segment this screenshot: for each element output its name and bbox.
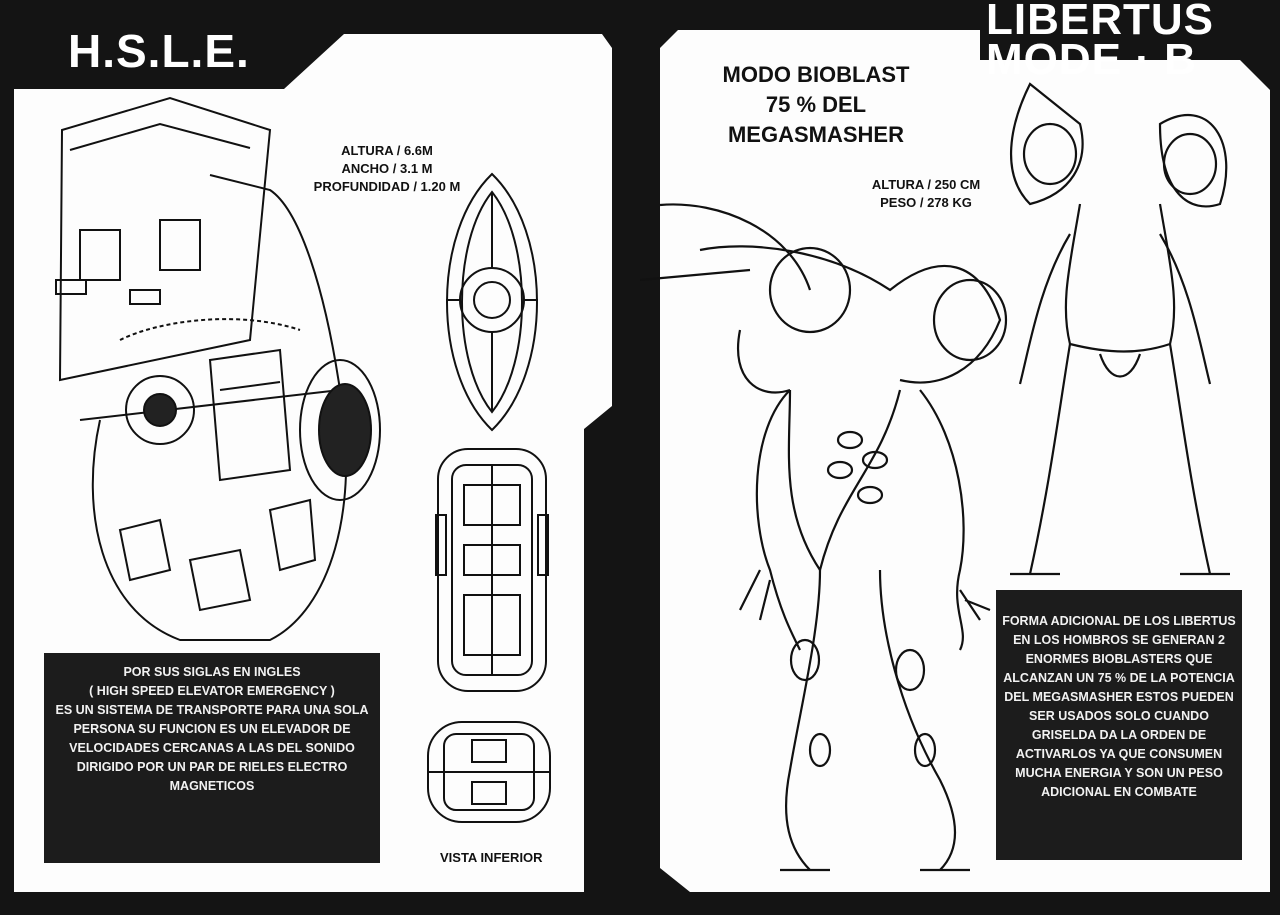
hsle-description-line: MAGNETICOS bbox=[169, 779, 255, 793]
hsle-spec-width: ANCHO / 3.1 M bbox=[341, 161, 433, 176]
libertus-description-line: SER USADOS SOLO CUANDO bbox=[1029, 709, 1209, 723]
libertus-description-line: ADICIONAL EN COMBATE bbox=[1041, 785, 1197, 799]
hsle-description-box: POR SUS SIGLAS EN INGLES ( HIGH SPEED EL… bbox=[44, 653, 380, 863]
libertus-description-line: MUCHA ENERGIA Y SON UN PESO bbox=[1015, 766, 1223, 780]
hsle-description-line: POR SUS SIGLAS EN INGLES bbox=[123, 665, 301, 679]
libertus-spec-weight: PESO / 278 KG bbox=[880, 195, 972, 210]
hsle-description-line: PERSONA SU FUNCION ES UN ELEVADOR DE bbox=[73, 722, 351, 736]
libertus-spec-height: ALTURA / 250 CM bbox=[871, 177, 981, 192]
bioblast-line: 75 % DEL bbox=[765, 92, 867, 117]
hsle-spec-height: ALTURA / 6.6M bbox=[341, 143, 433, 158]
libertus-description-line: GRISELDA DA LA ORDEN DE bbox=[1031, 728, 1207, 742]
libertus-front-figure-illustration bbox=[639, 203, 1008, 872]
bioblast-line: MODO BIOBLAST bbox=[722, 62, 910, 87]
hsle-description-line: ES UN SISTEMA DE TRANSPORTE PARA UNA SOL… bbox=[55, 703, 369, 717]
hsle-spec-depth: PROFUNDIDAD / 1.20 M bbox=[313, 179, 461, 194]
libertus-description-line: ACTIVARLOS YA QUE CONSUMEN bbox=[1015, 747, 1223, 761]
libertus-back-figure-illustration bbox=[1010, 82, 1230, 576]
libertus-title: LIBERTUS MODE · B bbox=[986, 0, 1214, 84]
elevator-pod-illustration bbox=[55, 96, 381, 641]
libertus-description-line: EN LOS HOMBROS SE GENERAN 2 bbox=[1013, 633, 1225, 647]
libertus-description-line: ENORMES BIOBLASTERS QUE bbox=[1025, 652, 1213, 666]
hsle-description-line: ( HIGH SPEED ELEVATOR EMERGENCY ) bbox=[89, 684, 335, 698]
libertus-specs: ALTURA / 250 CM PESO / 278 KG bbox=[856, 176, 996, 212]
libertus-description-box: FORMA ADICIONAL DE LOS LIBERTUS EN LOS H… bbox=[996, 590, 1242, 860]
hsle-title: H.S.L.E. bbox=[68, 25, 250, 77]
hsle-description-line: DIRIGIDO POR UN PAR DE RIELES ELECTRO bbox=[76, 760, 348, 774]
pod-bottom-view-illustration bbox=[427, 721, 551, 823]
bioblast-heading: MODO BIOBLAST 75 % DEL MEGASMASHER bbox=[706, 60, 926, 150]
libertus-title-line2: MODE · B bbox=[986, 35, 1197, 84]
libertus-description-line: FORMA ADICIONAL DE LOS LIBERTUS bbox=[1002, 614, 1236, 628]
bioblast-line: MEGASMASHER bbox=[727, 122, 904, 147]
bottom-view-label: VISTA INFERIOR bbox=[440, 850, 543, 865]
hsle-specs: ALTURA / 6.6M ANCHO / 3.1 M PROFUNDIDAD … bbox=[312, 142, 462, 196]
libertus-description-line: ALCANZAN UN 75 % DE LA POTENCIA bbox=[1003, 671, 1235, 685]
hsle-description-line: VELOCIDADES CERCANAS A LAS DEL SONIDO bbox=[69, 741, 355, 755]
libertus-title-line1: LIBERTUS bbox=[986, 0, 1214, 44]
libertus-description-line: DEL MEGASMASHER ESTOS PUEDEN bbox=[1004, 690, 1234, 704]
pod-top-view-illustration bbox=[446, 172, 538, 432]
pod-front-view-illustration bbox=[435, 448, 549, 692]
